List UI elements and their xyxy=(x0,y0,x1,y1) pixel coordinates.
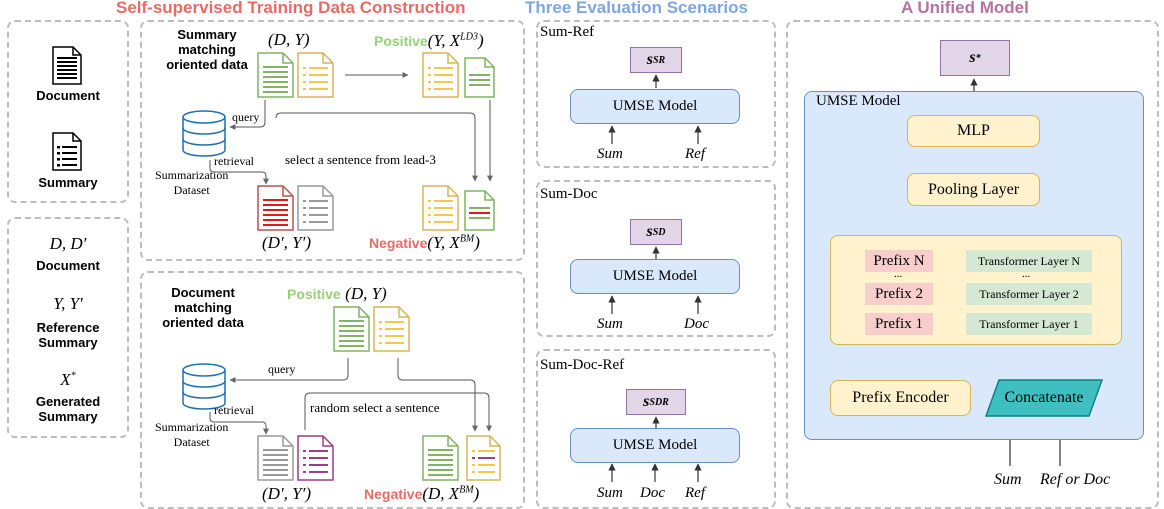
scenario-3-input-ref: Ref xyxy=(685,485,705,501)
umse-model-box-3: UMSE Model xyxy=(570,428,740,463)
transformer-layer-1: Transformer Layer 1 xyxy=(966,313,1092,335)
header-unified: A Unified Model xyxy=(901,0,1029,17)
summary-select-label: select a sentence from lead-3 xyxy=(285,152,436,167)
document-positive-math: (D, Y) xyxy=(345,284,387,303)
scenario-sum-doc-ref-panel xyxy=(536,349,776,509)
score-star-sub: * xyxy=(975,52,981,64)
summary-retrieval-label: retrieval xyxy=(214,154,254,168)
document-retrieval-label: retrieval xyxy=(214,403,254,417)
legend-d-symbol: D, D′ xyxy=(49,234,87,253)
legend-summary-label: Summary xyxy=(38,175,98,190)
document-negative-word: Negative xyxy=(364,486,423,502)
umse-model-box-2: UMSE Model xyxy=(570,259,740,294)
unified-input-sum: Sum xyxy=(994,471,1022,488)
positive-summary-icon xyxy=(297,52,334,98)
score-sd-sub: SD xyxy=(652,226,666,238)
document-positive: Positive (D, Y) xyxy=(287,284,387,304)
legend-document-icon xyxy=(52,46,82,85)
summary-positive-word: Positive xyxy=(374,33,428,49)
summary-pair-top: (D, Y) xyxy=(268,30,310,49)
positive-lead3-icon xyxy=(464,57,495,98)
document-query-label: query xyxy=(268,362,296,376)
header-scenarios: Three Evaluation Scenarios xyxy=(525,0,748,17)
summary-negative-word: Negative xyxy=(369,235,428,251)
legend-y-label: Reference Summary xyxy=(36,320,100,350)
legend-bottom-panel xyxy=(7,217,129,438)
legend-d-label: Document xyxy=(36,258,100,273)
scenario-sum-doc-title: Sum-Doc xyxy=(540,186,598,202)
document-pair-bottom: (D′, Y′) xyxy=(262,484,311,503)
legend-y-symbol: Y, Y′ xyxy=(53,294,83,313)
summary-panel-title: Summary matching oriented data xyxy=(166,27,248,72)
scenario-sum-ref-title: Sum-Ref xyxy=(540,24,595,40)
umse-model-container-title: UMSE Model xyxy=(816,93,901,109)
scenario-sum-ref-panel xyxy=(536,20,776,168)
retrieved-summary-icon xyxy=(297,185,334,231)
summary-matching-panel xyxy=(140,20,525,261)
summary-positive: Positive(Y, XLD3) xyxy=(374,31,484,50)
concatenate-label: Concatenate xyxy=(1004,389,1084,406)
header-construction: Self-supervised Training Data Constructi… xyxy=(116,0,466,17)
negative-generated-icon xyxy=(464,190,495,231)
database-icon-bottom xyxy=(182,363,226,410)
database-icon-top xyxy=(182,110,226,157)
mlp-box: MLP xyxy=(907,115,1040,147)
score-sdr-sub: SDR xyxy=(649,396,669,408)
concatenate-shape xyxy=(985,379,1103,417)
legend-top-panel xyxy=(7,20,129,203)
scenario-sum-doc-ref-title: Sum-Doc-Ref xyxy=(540,357,625,373)
prefix-2: Prefix 2 xyxy=(865,283,933,305)
doc-retrieved-summary-icon xyxy=(297,435,334,481)
prefix-encoder-box: Prefix Encoder xyxy=(830,380,971,416)
doc-positive-document-icon xyxy=(333,306,370,352)
score-star-box: s* xyxy=(940,40,1010,76)
prefix-1: Prefix 1 xyxy=(865,313,933,335)
positive-pair-summary-icon xyxy=(422,52,459,98)
scenario-sum-doc-panel xyxy=(536,180,776,337)
legend-summary-icon xyxy=(52,132,82,171)
scenario-1-input-sum: Sum xyxy=(597,146,623,162)
document-negative: Negative(D, XBM) xyxy=(364,484,480,503)
positive-document-icon xyxy=(257,52,294,98)
document-panel-title: Document matching oriented data xyxy=(162,285,244,330)
scenario-2-input-sum: Sum xyxy=(597,316,623,332)
summary-pair-bottom: (D′, Y′) xyxy=(262,233,311,252)
unified-input-refdoc: Ref or Doc xyxy=(1040,471,1111,488)
prefix-n: Prefix N xyxy=(865,250,933,272)
transformer-ellipsis: ... xyxy=(1022,268,1031,280)
scenario-3-input-doc: Doc xyxy=(640,485,665,501)
document-positive-word: Positive xyxy=(287,286,341,302)
score-sr-sub: SR xyxy=(653,54,666,66)
summary-negative: Negative(Y, XBM) xyxy=(369,233,480,252)
doc-retrieved-document-icon xyxy=(257,435,294,481)
transformer-layer-n: Transformer Layer N xyxy=(966,250,1092,272)
scenario-arrows xyxy=(608,74,702,482)
pooling-layer-box: Pooling Layer xyxy=(907,173,1040,206)
umse-model-box-1: UMSE Model xyxy=(570,89,740,124)
retrieved-document-icon xyxy=(257,185,294,231)
unified-model-panel xyxy=(786,20,1159,509)
document-dataset-label: Summarization Dataset xyxy=(155,420,229,449)
prefix-ellipsis: ... xyxy=(894,268,903,280)
scenario-3-input-sum: Sum xyxy=(597,485,623,501)
document-select-label: random select a sentence xyxy=(310,400,440,416)
document-matching-panel xyxy=(140,271,525,509)
summary-query-label: query xyxy=(232,110,260,124)
scenario-1-input-ref: Ref xyxy=(685,146,705,162)
legend-x-label: Generated Summary xyxy=(35,394,101,424)
doc-negative-generated-icon xyxy=(466,435,501,481)
scenario-2-input-doc: Doc xyxy=(684,316,709,332)
transformer-layer-2: Transformer Layer 2 xyxy=(966,283,1092,305)
negative-summary-icon xyxy=(422,185,459,231)
summary-dataset-label: Summarization Dataset xyxy=(155,168,229,197)
doc-negative-document-icon xyxy=(422,435,459,481)
legend-x-symbol: X* xyxy=(60,370,76,389)
doc-positive-summary-icon xyxy=(373,306,410,352)
legend-document-label: Document xyxy=(36,88,100,103)
